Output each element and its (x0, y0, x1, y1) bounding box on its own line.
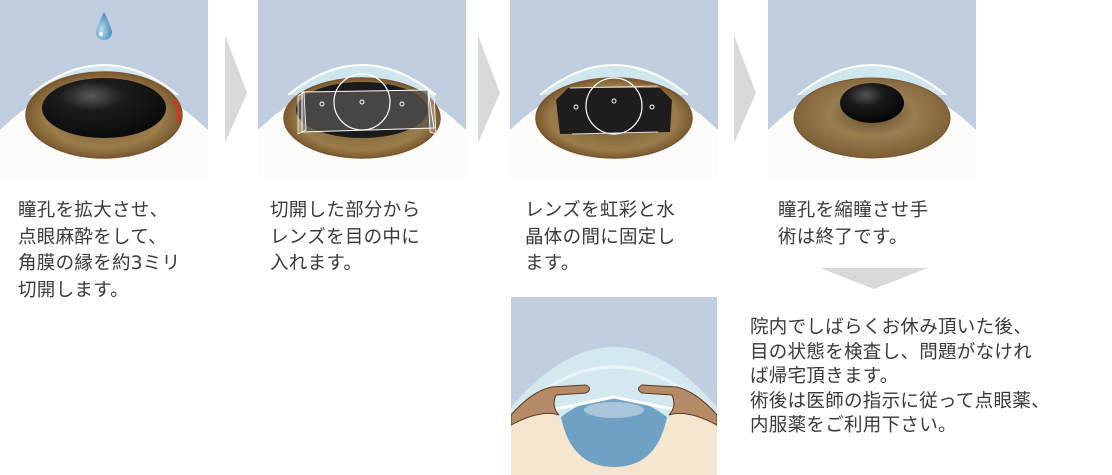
step-2-text: 切開した部分から レンズを目の中に 入れます。 (270, 200, 421, 274)
lens-insertion-illustration (258, 64, 466, 177)
droplet-icon (96, 12, 112, 40)
step-1-text: 瞳孔を拡大させ、 点眼麻酔をして、 角膜の縁を約3ミリ 切開します。 (18, 200, 181, 301)
incision-mark (172, 99, 180, 123)
step-4-illustration (768, 0, 976, 177)
eye-cross-section-diagram (511, 347, 717, 475)
lens-fixed-illustration (510, 64, 718, 177)
step-2-illustration (258, 0, 466, 177)
after-care-text: 院内でしばらくお休み頂いた後、 目の状態を検査し、問題がなけれ ば帰宅頂きます。… (750, 317, 1050, 436)
chevron-right-icon (734, 35, 756, 143)
step-3-illustration (510, 0, 718, 177)
chevron-right-icon (478, 35, 500, 143)
step-3-text: レンズを虹彩と水 晶体の間に固定し ます。 (525, 200, 676, 274)
step-1-illustration (0, 0, 208, 177)
arrow-down-icon (820, 268, 928, 289)
cross-section-illustration (511, 297, 717, 475)
step-4-text: 瞳孔を縮瞳させ手 術は終了です。 (778, 200, 929, 248)
eye-dilated-illustration (0, 12, 208, 177)
eye-constricted-illustration (768, 64, 976, 177)
chevron-right-icon (225, 35, 247, 143)
